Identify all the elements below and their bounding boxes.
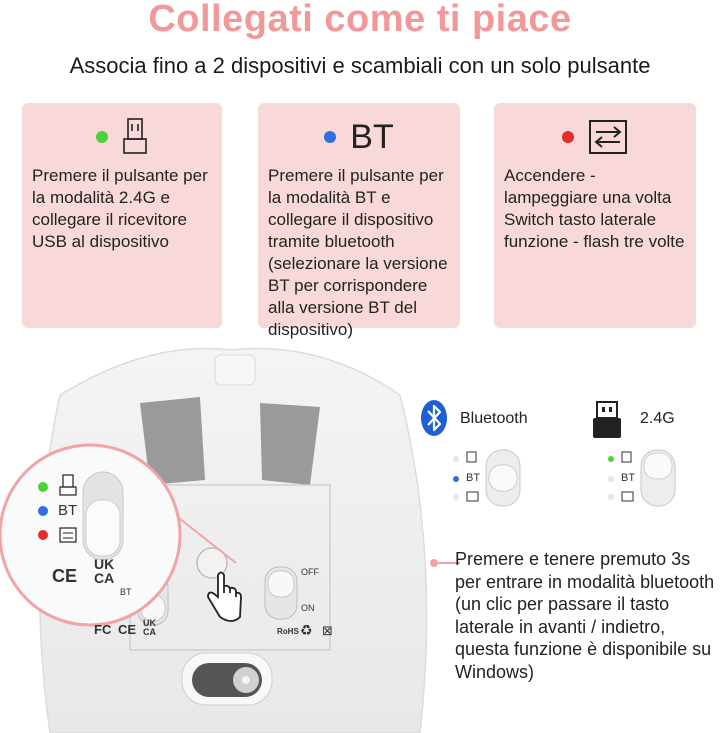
- red-dot-icon: [562, 131, 574, 143]
- mouse-underside-illustration: ♻ ⊠: [0, 347, 460, 733]
- long-press-note: Premere e tenere premuto 3s per entrare …: [455, 549, 715, 682]
- g24-mode-switch-diagram: [608, 449, 676, 507]
- pointing-hand-icon: [207, 571, 242, 622]
- mouse-on-label: ON: [301, 603, 315, 613]
- bluetooth-icon: [421, 400, 447, 436]
- card-24g-text: Premere il pulsante per la modalità 2.4G…: [32, 166, 208, 251]
- magnifier-bt-label: BT: [58, 502, 78, 519]
- card-bt-text: Premere il pulsante per la modalità BT e…: [268, 166, 448, 339]
- bluetooth-label: Bluetooth: [460, 410, 528, 427]
- mouse-off-label: OFF: [301, 567, 319, 577]
- magnifier-ukca-bottom: CA: [94, 570, 115, 586]
- page-title: Collegati come ti piace: [148, 0, 572, 40]
- mouse-ce-mark: CE: [118, 622, 137, 637]
- green-dot-icon: [96, 131, 108, 143]
- card-24g: Premere il pulsante per la modalità 2.4G…: [22, 103, 222, 328]
- mouse-rohs-mark: RoHS: [277, 627, 299, 636]
- mouse-fc-mark: FC: [94, 622, 112, 637]
- card-switch-header: [494, 117, 696, 157]
- usb-receiver-icon: [123, 118, 147, 154]
- svg-text:♻: ♻: [300, 623, 313, 639]
- usb-dongle-icon: [593, 401, 621, 438]
- card-switch: Accendere - lampeggiare una volta Switch…: [494, 103, 696, 328]
- svg-text:⊠: ⊠: [322, 624, 333, 639]
- switch-arrows-icon: [589, 120, 627, 154]
- blue-dot-icon: [324, 131, 337, 143]
- page-subtitle: Associa fino a 2 dispositivi e scambiali…: [69, 53, 651, 78]
- bt-label: BT: [350, 118, 394, 156]
- card-bt-header: BT: [258, 117, 460, 157]
- bluetooth-mode-switch-diagram: [453, 449, 521, 507]
- mouse-ukca-top: UK: [143, 618, 156, 628]
- bluetooth-switch-bt-label: BT: [466, 472, 481, 484]
- card-24g-header: [22, 117, 222, 157]
- mouse-bt-label: BT: [120, 587, 132, 597]
- card-switch-text: Accendere - lampeggiare una volta Switch…: [504, 166, 685, 251]
- mouse-ukca-bottom: CA: [143, 627, 156, 637]
- card-bt: BT Premere il pulsante per la modalità B…: [258, 103, 460, 339]
- magnifier-ukca-top: UK: [94, 556, 115, 572]
- magnifier-ce-mark: CE: [52, 566, 78, 586]
- g24-switch-bt-label: BT: [621, 472, 636, 484]
- g24-label: 2.4G: [640, 410, 675, 427]
